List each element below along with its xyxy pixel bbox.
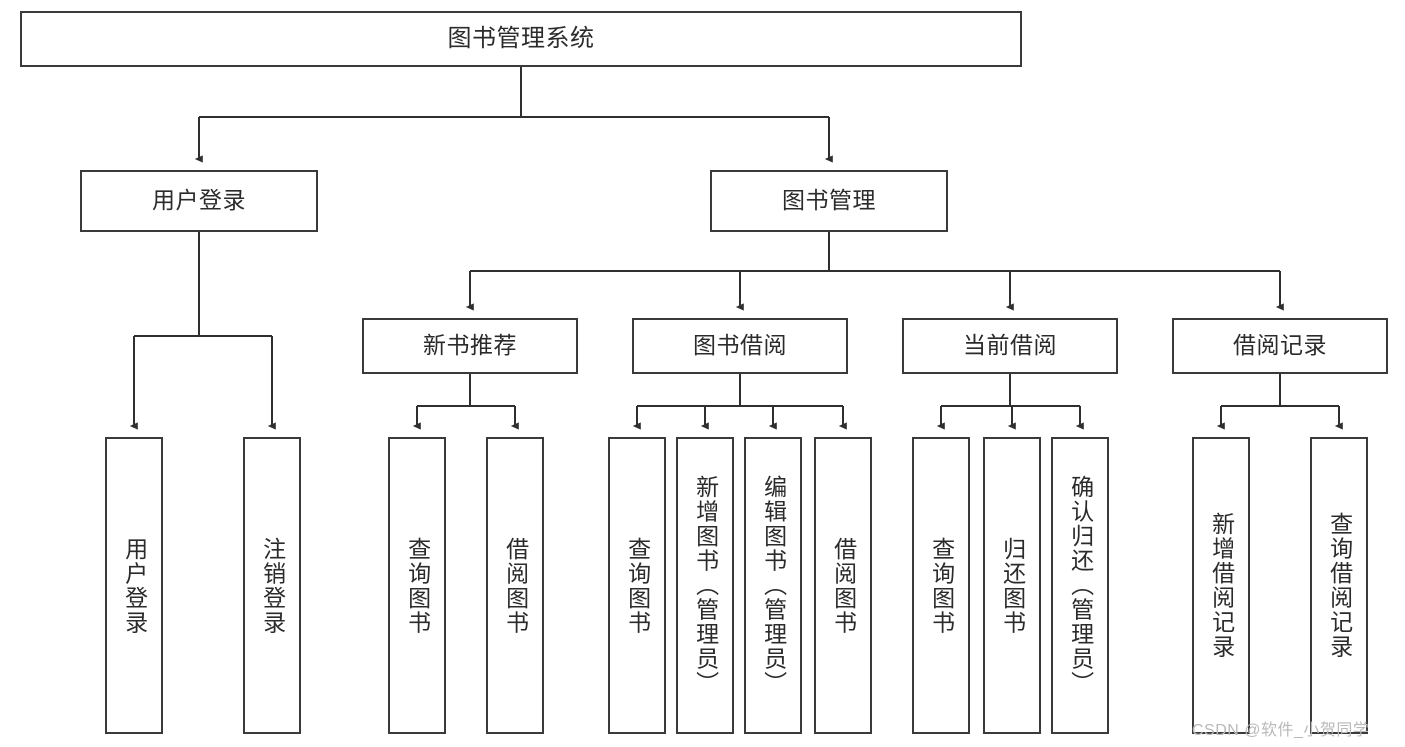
node-label: 图书管理系统 xyxy=(447,24,595,52)
node-label: 用户登录 xyxy=(121,536,148,635)
node-records[interactable]: 借阅记录 xyxy=(1172,318,1388,374)
node-label: 查询图书 xyxy=(624,536,651,635)
node-label: 查询图书 xyxy=(928,536,955,635)
node-label: 新增图书（管理员） xyxy=(692,475,719,696)
node-label: 用户登录 xyxy=(152,187,246,214)
node-borrow[interactable]: 图书借阅 xyxy=(632,318,848,374)
node-newbook[interactable]: 新书推荐 xyxy=(362,318,578,374)
node-bookmgmt[interactable]: 图书管理 xyxy=(710,170,948,232)
node-label: 新书推荐 xyxy=(423,332,517,359)
node-root[interactable]: 图书管理系统 xyxy=(20,11,1022,67)
node-l_edit[interactable]: 编辑图书（管理员） xyxy=(744,437,802,734)
node-l_add[interactable]: 新增图书（管理员） xyxy=(676,437,734,734)
node-label: 图书借阅 xyxy=(693,332,787,359)
node-current[interactable]: 当前借阅 xyxy=(902,318,1118,374)
node-label: 图书管理 xyxy=(782,187,876,214)
node-label: 确认归还（管理员） xyxy=(1067,475,1094,696)
watermark-text: CSDN @软件_小贺同学 xyxy=(1192,722,1370,739)
node-l_addrec[interactable]: 新增借阅记录 xyxy=(1192,437,1250,734)
node-l_qrec[interactable]: 查询借阅记录 xyxy=(1310,437,1368,734)
node-l_return[interactable]: 归还图书 xyxy=(983,437,1041,734)
node-l_login[interactable]: 用户登录 xyxy=(105,437,163,734)
node-label: 注销登录 xyxy=(259,536,286,635)
node-l_confirm[interactable]: 确认归还（管理员） xyxy=(1051,437,1109,734)
node-label: 新增借阅记录 xyxy=(1208,512,1235,659)
node-l_q1[interactable]: 查询图书 xyxy=(388,437,446,734)
node-label: 编辑图书（管理员） xyxy=(760,475,787,696)
node-l_logout[interactable]: 注销登录 xyxy=(243,437,301,734)
edge-group xyxy=(129,67,1343,430)
node-label: 归还图书 xyxy=(999,536,1026,635)
node-label: 借阅图书 xyxy=(502,536,529,635)
node-login[interactable]: 用户登录 xyxy=(80,170,318,232)
node-label: 查询图书 xyxy=(404,536,431,635)
node-label: 查询借阅记录 xyxy=(1326,512,1353,659)
node-l_q2[interactable]: 查询图书 xyxy=(608,437,666,734)
node-label: 借阅图书 xyxy=(830,536,857,635)
node-label: 借阅记录 xyxy=(1233,332,1327,359)
node-label: 当前借阅 xyxy=(963,332,1057,359)
node-l_b1[interactable]: 借阅图书 xyxy=(486,437,544,734)
node-l_b2[interactable]: 借阅图书 xyxy=(814,437,872,734)
node-l_q3[interactable]: 查询图书 xyxy=(912,437,970,734)
